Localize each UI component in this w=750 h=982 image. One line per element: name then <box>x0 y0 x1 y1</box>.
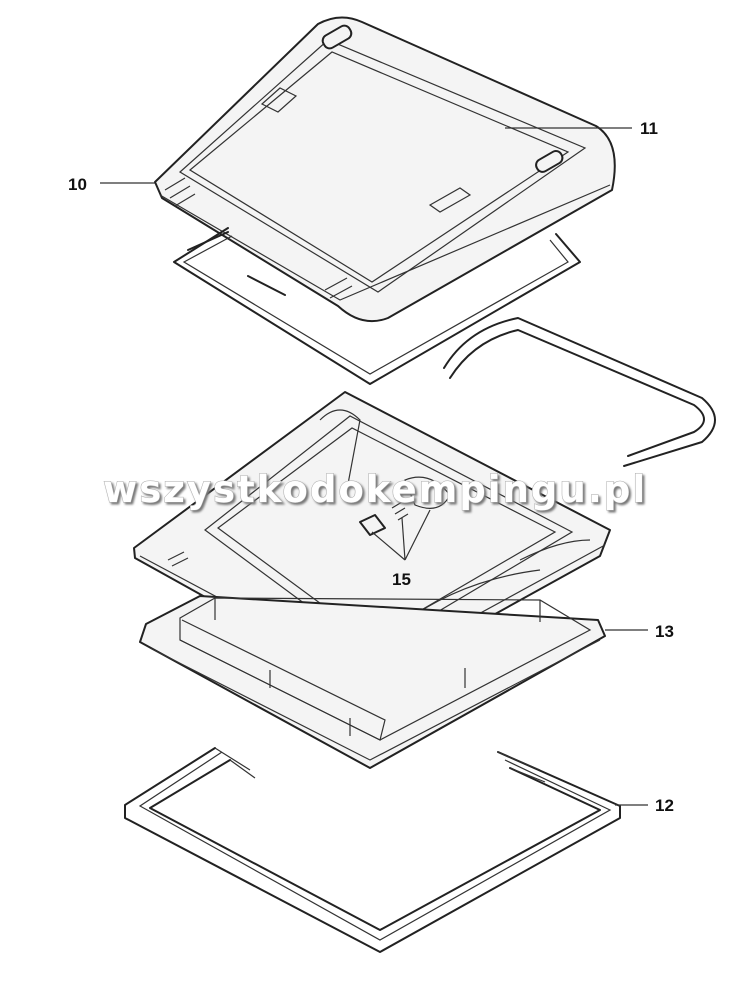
label-12: 12 <box>655 796 674 815</box>
part-gasket-inner-edge <box>182 235 569 375</box>
part-frame <box>139 595 606 769</box>
watermark: wszystkodokempingu.pl <box>103 468 645 511</box>
part-gasket <box>173 227 581 385</box>
label-10: 10 <box>68 175 87 194</box>
part-lid <box>154 16 616 322</box>
label-13: 13 <box>655 622 674 641</box>
part-hose <box>443 317 716 467</box>
part-inner-frame <box>124 747 621 953</box>
label-15: 15 <box>392 570 411 589</box>
label-11: 11 <box>640 119 658 138</box>
leader-lines <box>100 127 648 806</box>
